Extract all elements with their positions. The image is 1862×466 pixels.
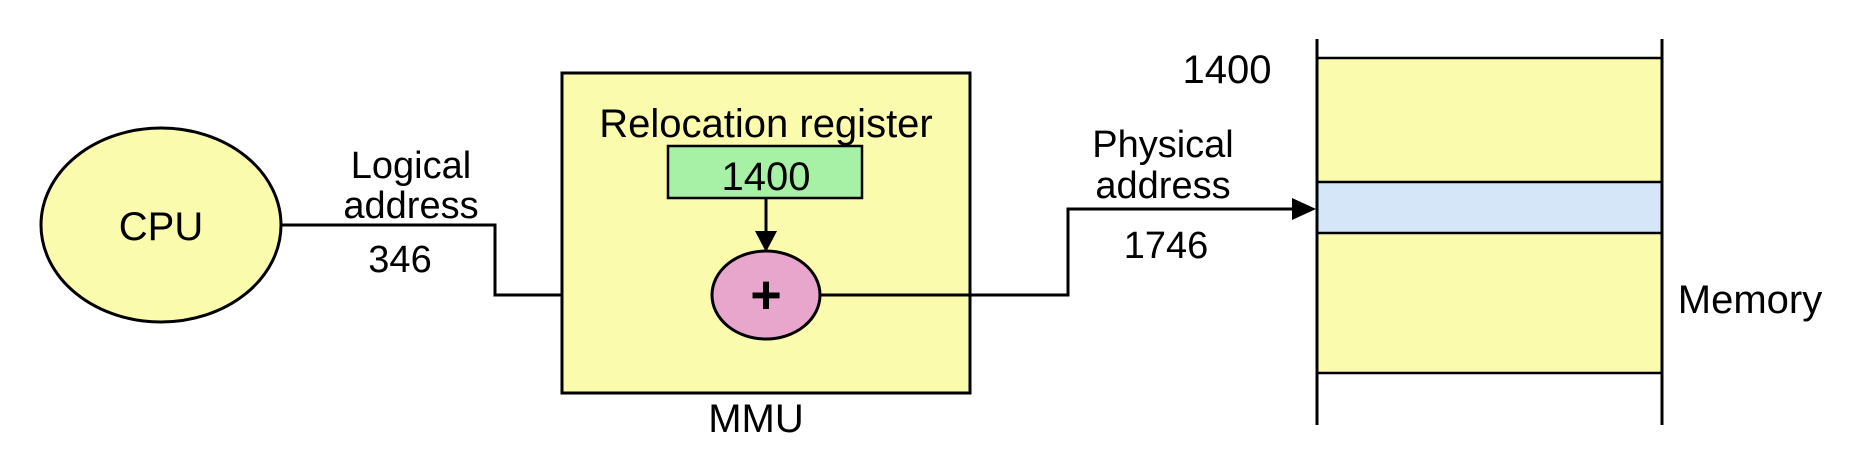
physical-address-label-line1: Physical — [1092, 124, 1234, 166]
memory-segment-below — [1317, 234, 1661, 373]
relocation-register-value: 1400 — [722, 155, 811, 199]
physical-address-value: 1746 — [1124, 225, 1209, 267]
logical-address-label-line2: address — [343, 185, 478, 227]
logical-address-label-line1: Logical — [351, 145, 471, 187]
memory-segment-above — [1317, 59, 1661, 182]
physical-address-label-line2: address — [1095, 165, 1230, 207]
memory-label: Memory — [1678, 278, 1822, 322]
physical-address-line — [820, 207, 1293, 297]
memory-base-address-label: 1400 — [1183, 48, 1272, 92]
memory-segment-target — [1317, 183, 1661, 233]
relocation-register-label: Relocation register — [599, 102, 933, 146]
cpu-label: CPU — [119, 205, 203, 249]
register-to-adder-arrowhead-icon — [755, 231, 777, 252]
mmu-label: MMU — [708, 397, 804, 441]
physical-address-arrowhead-icon — [1292, 198, 1316, 220]
logical-address-value: 346 — [368, 239, 431, 281]
adder-plus-icon: + — [750, 265, 782, 325]
